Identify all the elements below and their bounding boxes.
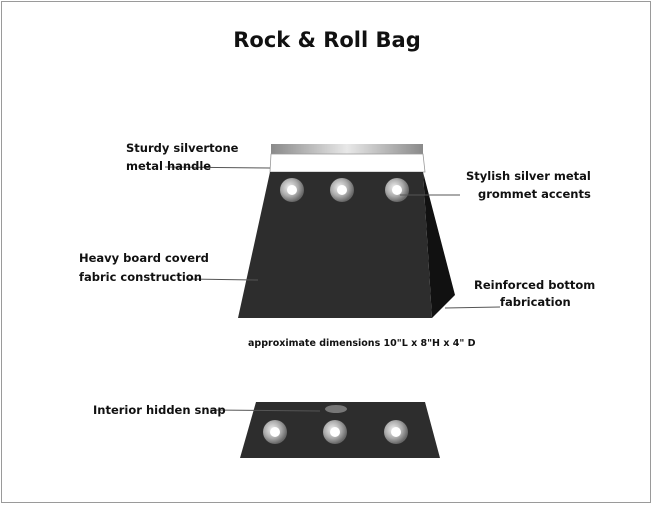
snap-callout: Interior hidden snap (93, 403, 226, 417)
snap-icon (325, 405, 347, 413)
bottom-callout-line1: Reinforced bottom (474, 278, 596, 292)
handle-callout-line1: Sturdy silvertone (126, 141, 239, 155)
page-title: Rock & Roll Bag (233, 28, 421, 52)
construction-callout-line1: Heavy board coverd (79, 251, 209, 265)
grommet-icon (330, 178, 354, 202)
bag-side-panel (423, 172, 455, 318)
grommet-icon (280, 178, 304, 202)
handle-callout-line2: metal handle (126, 159, 212, 173)
bag-handle (269, 144, 426, 173)
grommet-icon (323, 420, 347, 444)
callout-lines (164, 166, 501, 412)
grommet-icon (385, 178, 409, 202)
grommet-callout-line1: Stylish silver metal (466, 169, 591, 183)
bag-front-panel (238, 172, 432, 318)
grommet-callout-line2: grommet accents (478, 187, 591, 201)
construction-callout-line2: fabric construction (79, 270, 202, 284)
dimensions-note: approximate dimensions 10"L x 8"H x 4" D (248, 338, 476, 349)
grommet-icon (384, 420, 408, 444)
bottom-callout-line2: fabrication (500, 295, 571, 309)
grommet-icon (263, 420, 287, 444)
